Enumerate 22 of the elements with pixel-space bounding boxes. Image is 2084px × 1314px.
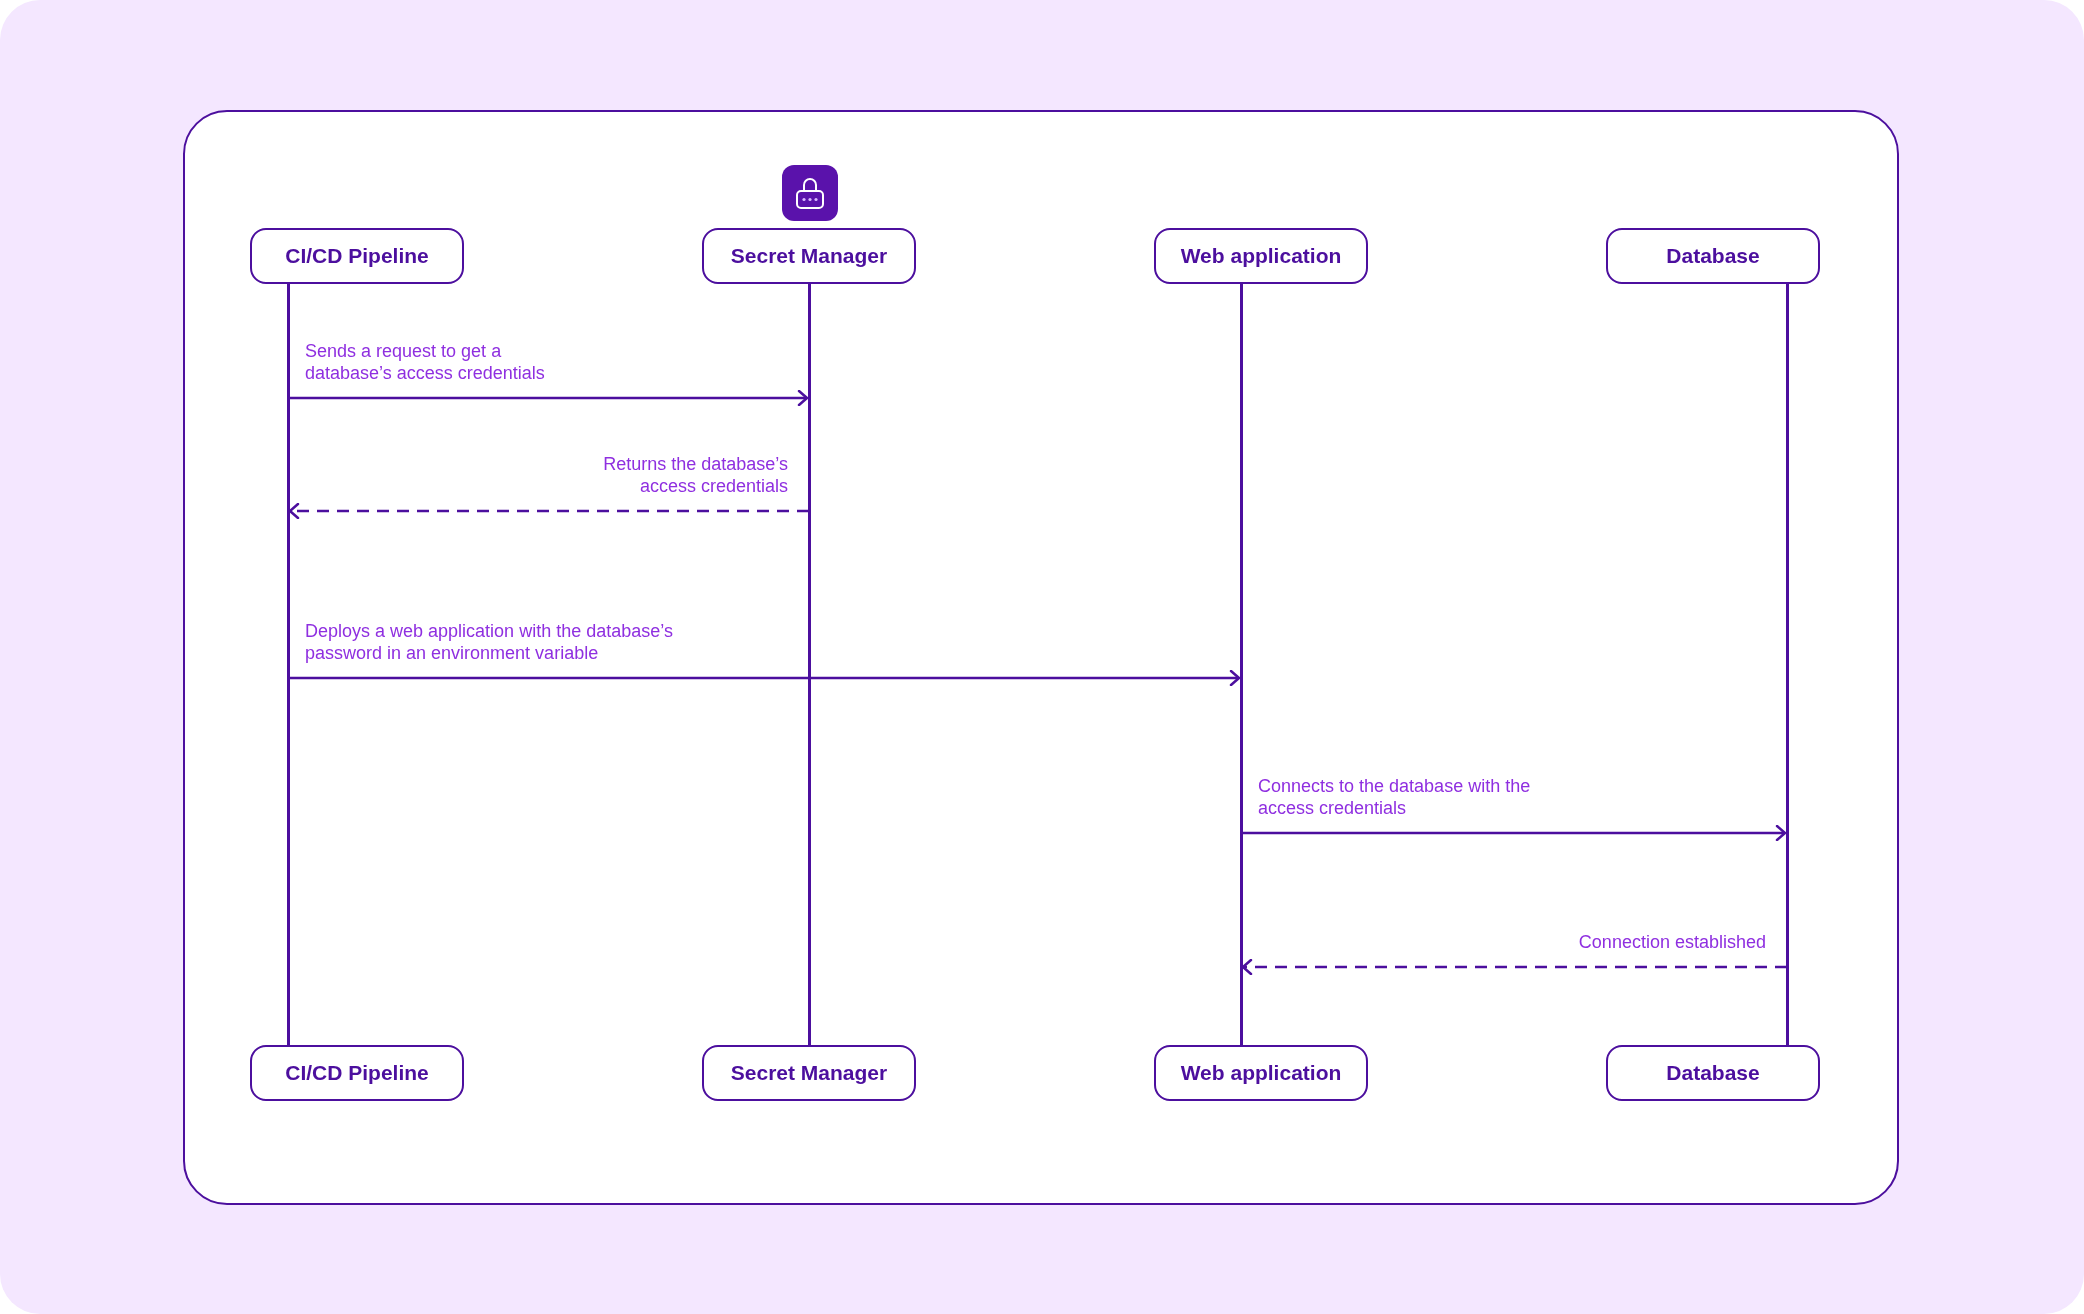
- lifeline: [1785, 284, 1789, 1045]
- participant-box: Database: [1606, 1045, 1820, 1101]
- participant-box: Secret Manager: [702, 228, 916, 284]
- participant-box: Database: [1606, 228, 1820, 284]
- message-arrow: [288, 502, 809, 520]
- participant-box: CI/CD Pipeline: [250, 228, 464, 284]
- participant-box: CI/CD Pipeline: [250, 1045, 464, 1101]
- lifeline: [1239, 284, 1243, 1045]
- participant-box: Secret Manager: [702, 1045, 916, 1101]
- lifeline: [807, 284, 811, 1045]
- edge-label: Sends a request to get a database’s access credentials: [305, 340, 546, 384]
- edge-label: Returns the database’s access credentials: [602, 453, 788, 497]
- message-arrow: [1241, 824, 1787, 842]
- lifeline: [286, 284, 290, 1045]
- message-arrow: [288, 389, 809, 407]
- edge-label: Connects to the database with the access credentials: [1258, 775, 1532, 819]
- message-arrow: [1241, 958, 1787, 976]
- participant-box: Web application: [1154, 228, 1368, 284]
- edge-label: Connection established: [1577, 931, 1766, 953]
- participant-box: Web application: [1154, 1045, 1368, 1101]
- message-arrow: [288, 669, 1241, 687]
- edge-label: Deploys a web application with the database’s password in an environment variable: [305, 620, 674, 664]
